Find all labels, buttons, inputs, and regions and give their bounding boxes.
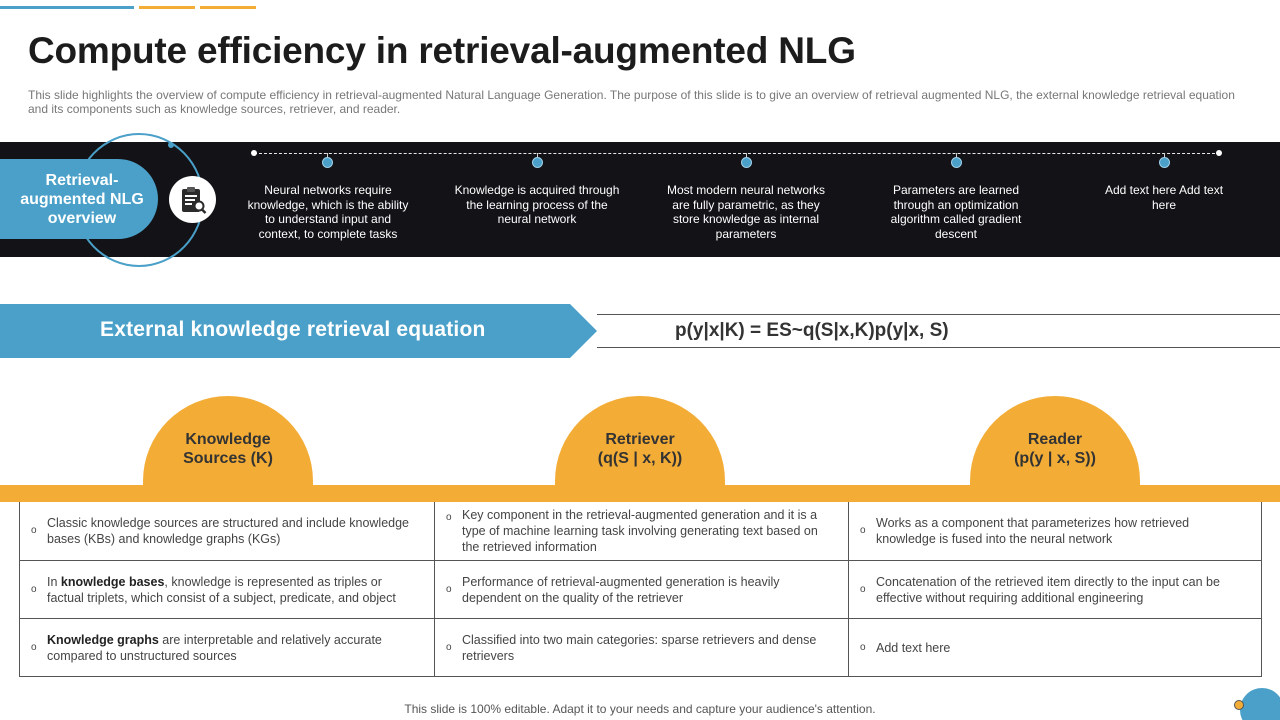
cell-text: Classic knowledge sources are structured… [47,516,410,546]
timeline-marker [951,157,962,168]
overview-point: Knowledge is acquired through the learni… [454,183,620,226]
timeline-stem [746,153,747,159]
timeline-marker [532,157,543,168]
timeline-stem [537,153,538,159]
overview-point: Neural networks require knowledge, which… [247,183,409,241]
component-header-retriever: Retriever (q(S | x, K)) [555,396,725,492]
bullet-icon: o [860,583,866,595]
component-header-reader: Reader (p(y | x, S)) [970,396,1140,492]
timeline-end-dot [1216,150,1222,156]
corner-decoration-circle [1240,688,1280,720]
table-cell: o Performance of retrieval-augmented gen… [434,560,848,618]
equation-label: External knowledge retrieval equation [100,318,486,341]
page-subtitle: This slide highlights the overview of co… [28,88,1235,116]
bullet-icon: o [860,642,866,653]
table-cell: o Key component in the retrieval-augment… [434,502,848,560]
overview-point: Most modern neural networks are fully pa… [666,183,826,241]
equation-rule-top [597,314,1280,315]
bullet-icon: o [446,583,452,595]
table-cell: o Classified into two main categories: s… [434,618,848,677]
table-cell: o Concatenation of the retrieved item di… [848,560,1262,618]
top-accent-line-orange [139,6,195,9]
page-title: Compute efficiency in retrieval-augmente… [28,30,856,71]
bullet-icon: o [31,583,37,595]
overview-point: Parameters are learned through an optimi… [890,183,1022,241]
table-cell: o Add text here [848,618,1262,677]
component-title: Sources (K) [183,450,273,467]
component-title: Knowledge [185,431,271,448]
top-accent-line-orange-2 [200,6,256,9]
table-cell: o Works as a component that parameterize… [848,502,1262,560]
table-cell: o In knowledge bases, knowledge is repre… [19,560,434,618]
decorative-ring-dot [168,142,174,148]
timeline-line [254,153,1220,154]
table-cell: o Classic knowledge sources are structur… [19,502,434,560]
overview-label: Retrieval-augmented NLG overview [0,159,158,239]
equation-formula: p(y|x|K) = ES~q(S|x,K)p(y|x, S) [675,320,949,341]
cell-text: Performance of retrieval-augmented gener… [462,574,780,605]
cell-text: Key component in the retrieval-augmented… [462,508,818,554]
footer-note: This slide is 100% editable. Adapt it to… [404,702,876,716]
table-header-bar [0,485,1280,502]
timeline-marker [1159,157,1170,168]
equation-rule-bottom [597,347,1280,348]
bullet-icon: o [31,642,37,653]
equation-banner [0,304,597,358]
components-table: o Classic knowledge sources are structur… [19,502,1262,677]
cell-text: In knowledge bases, knowledge is represe… [47,574,396,605]
cell-text: Classified into two main categories: spa… [462,633,817,663]
timeline-stem [956,153,957,159]
component-title: Retriever [605,431,675,448]
bullet-icon: o [446,512,452,523]
timeline-start-dot [251,150,257,156]
corner-decoration-dot [1234,700,1244,710]
table-cell: o Knowledge graphs are interpretable and… [19,618,434,677]
component-title: Reader [1027,431,1083,448]
timeline-stem [327,153,328,159]
timeline-stem [1164,153,1165,159]
cell-text: Works as a component that parameterizes … [876,516,1190,546]
bullet-icon: o [446,642,452,653]
clipboard-search-icon [169,176,216,223]
timeline-marker [322,157,333,168]
component-title: (p(y | x, S)) [1014,450,1096,467]
component-title: (q(S | x, K)) [597,450,683,467]
cell-text: Add text here [876,641,951,655]
cell-text: Concatenation of the retrieved item dire… [876,574,1220,605]
timeline-marker [741,157,752,168]
bullet-icon: o [860,525,866,536]
bullet-icon: o [31,525,37,536]
top-accent-line-blue [0,6,134,9]
overview-point: Add text here Add text here [1104,183,1224,212]
cell-text: Knowledge graphs are interpretable and r… [47,633,382,663]
component-header-knowledge-sources: Knowledge Sources (K) [143,396,313,492]
